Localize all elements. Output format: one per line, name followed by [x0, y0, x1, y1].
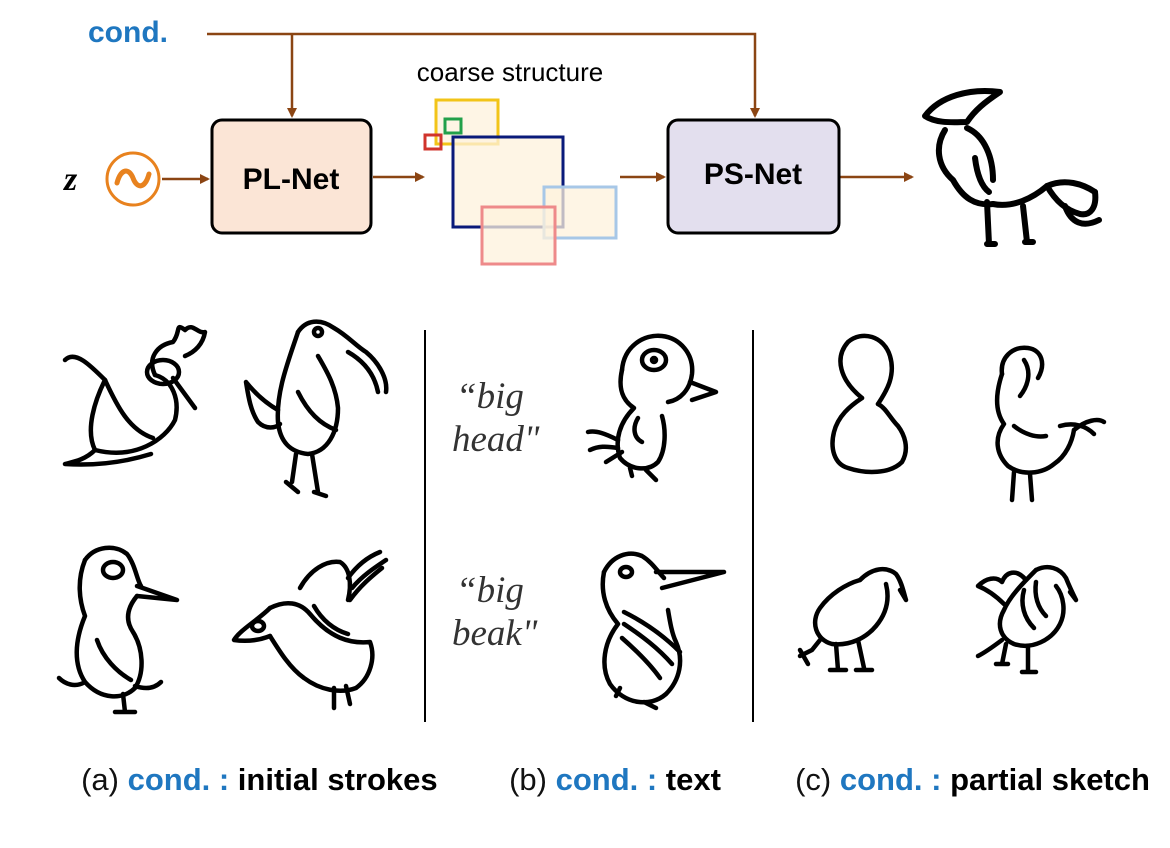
caption-a-prefix: (a)	[81, 762, 128, 797]
caption-c-cond: cond. :	[840, 762, 942, 797]
caption-c-kind: partial sketch	[941, 762, 1149, 797]
caption-c-prefix: (c)	[795, 762, 840, 797]
ps-net-label: PS-Net	[704, 158, 802, 191]
text-cond-head-line1: “big	[456, 376, 524, 417]
coarse-structure-boxes	[423, 98, 618, 266]
caption-c: (c) cond. : partial sketch	[752, 762, 1170, 797]
text-cond-beak-line1: “big	[456, 570, 524, 611]
example-c-bird-1	[830, 333, 909, 475]
text-cond-head-line2: head"	[452, 419, 540, 460]
pipeline-arrows	[162, 172, 914, 184]
output-bird-sketch	[922, 88, 1102, 247]
example-c-bird-4	[975, 565, 1079, 675]
example-a-bird-4	[231, 549, 389, 711]
caption-a-cond: cond. :	[128, 762, 230, 797]
caption-b: (b) cond. : text	[466, 762, 747, 797]
caption-a-kind: initial strokes	[229, 762, 437, 797]
pl-net-block: PL-Net	[210, 118, 373, 235]
caption-b-prefix: (b)	[509, 762, 556, 797]
noise-icon	[105, 151, 161, 207]
cond-label: cond.	[88, 16, 168, 49]
text-cond-beak-line2: beak"	[452, 613, 538, 654]
coarse-structure-label: coarse structure	[417, 57, 603, 87]
example-b-bird-1	[585, 333, 719, 483]
example-a-bird-2	[243, 319, 389, 499]
example-a-bird-3	[56, 545, 180, 715]
z-label: z	[63, 161, 78, 198]
example-c-bird-3	[797, 566, 909, 673]
caption-b-kind: text	[657, 762, 721, 797]
example-b-bird-2	[600, 551, 727, 711]
pl-net-label: PL-Net	[243, 163, 340, 196]
caption-b-cond: cond. :	[556, 762, 658, 797]
example-a-bird-1	[62, 324, 208, 467]
example-c-bird-2	[994, 345, 1107, 503]
cond-arrows	[207, 32, 760, 118]
caption-a: (a) cond. : initial strokes	[38, 762, 464, 797]
ps-net-block: PS-Net	[666, 118, 841, 235]
